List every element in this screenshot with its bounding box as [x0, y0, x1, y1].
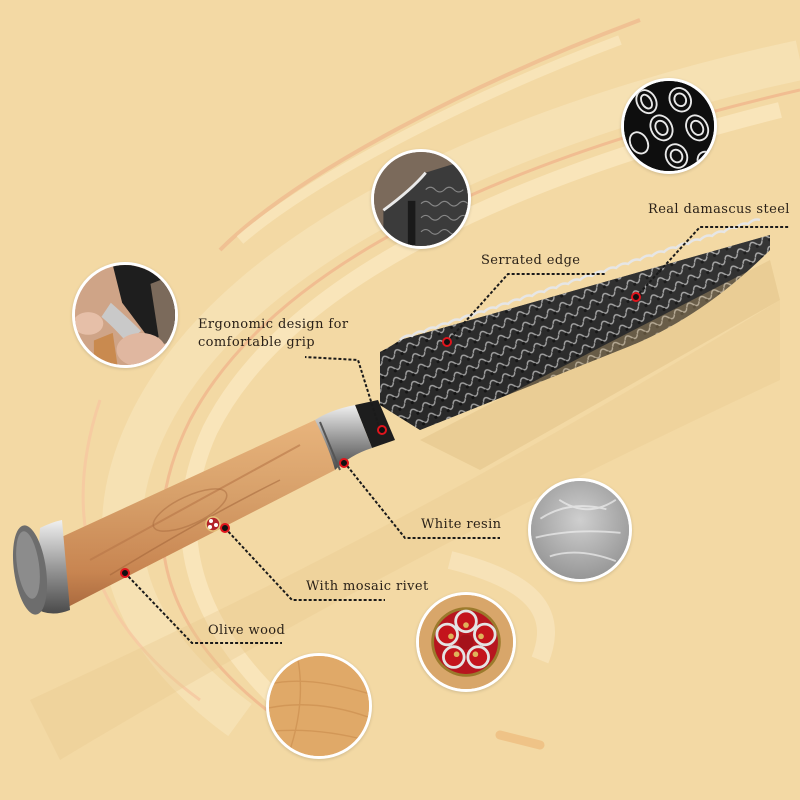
dot-ergonomic: [377, 425, 387, 435]
detail-olive-wood: [266, 653, 372, 759]
dot-damascus: [631, 292, 641, 302]
leader-serrated: [446, 273, 605, 343]
dot-resin: [339, 458, 349, 468]
dot-serrated: [442, 337, 452, 347]
dot-wood: [120, 568, 130, 578]
leader-resin: [343, 461, 500, 539]
callout-mosaic-rivet: With mosaic rivet: [306, 579, 429, 594]
callout-white-resin: White resin: [421, 517, 502, 532]
callout-ergonomic-line2: comfortable grip: [198, 335, 315, 350]
leader-ergonomic: [304, 356, 381, 431]
callout-damascus-steel: Real damascus steel: [648, 202, 790, 217]
callout-olive-wood: Olive wood: [208, 623, 286, 638]
dot-rivet: [220, 523, 230, 533]
detail-blade-heel: [371, 149, 471, 249]
blade-heel-image: [374, 152, 468, 246]
detail-damascus-pattern: [621, 78, 717, 174]
callout-ergonomic-line1: Ergonomic design for: [198, 317, 349, 332]
damascus-pattern-image: [624, 81, 714, 171]
leader-wood: [124, 572, 282, 644]
detail-mosaic-rivet: [416, 592, 516, 692]
detail-white-resin: [528, 478, 632, 582]
white-resin-image: [531, 481, 629, 579]
detail-hand-grip: [72, 262, 178, 368]
leader-damascus: [635, 226, 790, 298]
leader-rivet: [224, 527, 385, 601]
olive-wood-image: [269, 656, 369, 756]
hand-grip-image: [75, 265, 175, 365]
mosaic-rivet-image: [419, 595, 513, 689]
callout-serrated-edge: Serrated edge: [481, 253, 581, 268]
callout-ergonomic-design: Ergonomic design for comfortable grip: [198, 316, 348, 352]
